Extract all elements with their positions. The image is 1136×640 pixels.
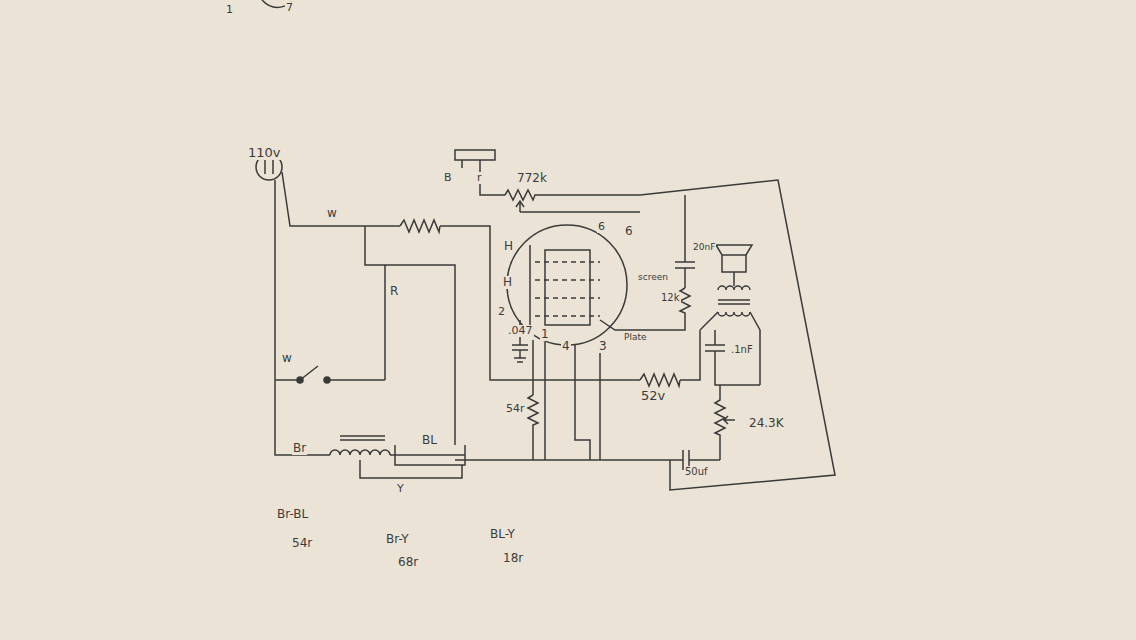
schematic-label: 3 — [598, 340, 608, 353]
schematic-label: 6 — [624, 225, 634, 238]
coil-symbol — [330, 450, 390, 455]
schematic-label: r — [476, 172, 483, 184]
coil-core — [340, 436, 385, 440]
wire — [275, 180, 330, 455]
schematic-label: Br-BL — [276, 508, 309, 521]
wire — [360, 460, 462, 478]
resistor-symbol — [600, 288, 690, 330]
schematic-label: Br — [292, 442, 307, 455]
schematic-label: 52v — [640, 389, 666, 403]
capacitor-symbol — [675, 195, 695, 288]
schematic-label: 50uf — [684, 466, 709, 477]
capacitor-symbol — [705, 330, 760, 385]
schematic-label: Br-Y — [385, 533, 410, 546]
switch-contact — [297, 377, 303, 383]
schematic-label: 772k — [516, 172, 548, 185]
schematic-label: 110v — [247, 146, 282, 160]
wire — [440, 226, 700, 380]
wire — [700, 272, 760, 385]
transformer-symbol — [718, 286, 750, 316]
speaker-symbol — [716, 245, 752, 272]
schematic-label: H — [503, 240, 514, 253]
wiper — [516, 201, 640, 212]
schematic-label: BL-Y — [489, 528, 516, 541]
potentiometer-symbol — [715, 385, 735, 460]
schematic-label: 12k — [660, 292, 681, 303]
schematic-label: Y — [396, 483, 405, 495]
schematic-label: R — [389, 285, 399, 298]
schematic-label: 2 — [497, 306, 506, 318]
tube-envelope — [507, 225, 627, 345]
switch-plug — [455, 150, 505, 195]
schematic-label: 7 — [285, 2, 294, 14]
schematic-label: B — [443, 172, 453, 184]
schematic-label: 54r — [291, 537, 313, 550]
switch-contact — [324, 377, 330, 383]
schematic-label: 1 — [225, 4, 234, 16]
schematic-label: 6 — [597, 221, 606, 233]
tube-electrodes — [530, 245, 590, 330]
schematic-label: .1nF — [730, 344, 754, 355]
heater-resistor — [400, 220, 440, 232]
wire — [455, 459, 670, 461]
wire — [282, 172, 400, 226]
schematic-label: 1 — [540, 328, 550, 341]
schematic-label: Plate — [623, 333, 648, 343]
schematic-label: 4 — [561, 340, 571, 353]
schematic-label: 20nF — [692, 243, 716, 253]
panel-outline — [640, 180, 835, 490]
potentiometer-symbol — [505, 190, 640, 200]
wire — [545, 340, 600, 460]
schematic-label: 18r — [502, 552, 524, 565]
outlet-prongs — [265, 160, 273, 174]
schematic-label: w — [281, 352, 293, 365]
schematic-label: w — [326, 207, 338, 220]
schematic-label: H — [502, 276, 513, 289]
wire — [390, 445, 465, 465]
wire — [365, 226, 455, 445]
schematic-label: screen — [637, 273, 669, 283]
schematic-label: .047 — [507, 325, 534, 337]
resistor-symbol — [640, 374, 680, 386]
schematic-label: 54r — [505, 403, 526, 415]
resistor-symbol — [528, 340, 538, 460]
schematic-label: BL — [421, 434, 438, 447]
schematic-label: 68r — [397, 556, 419, 569]
schematic-label: 24.3K — [748, 417, 785, 430]
